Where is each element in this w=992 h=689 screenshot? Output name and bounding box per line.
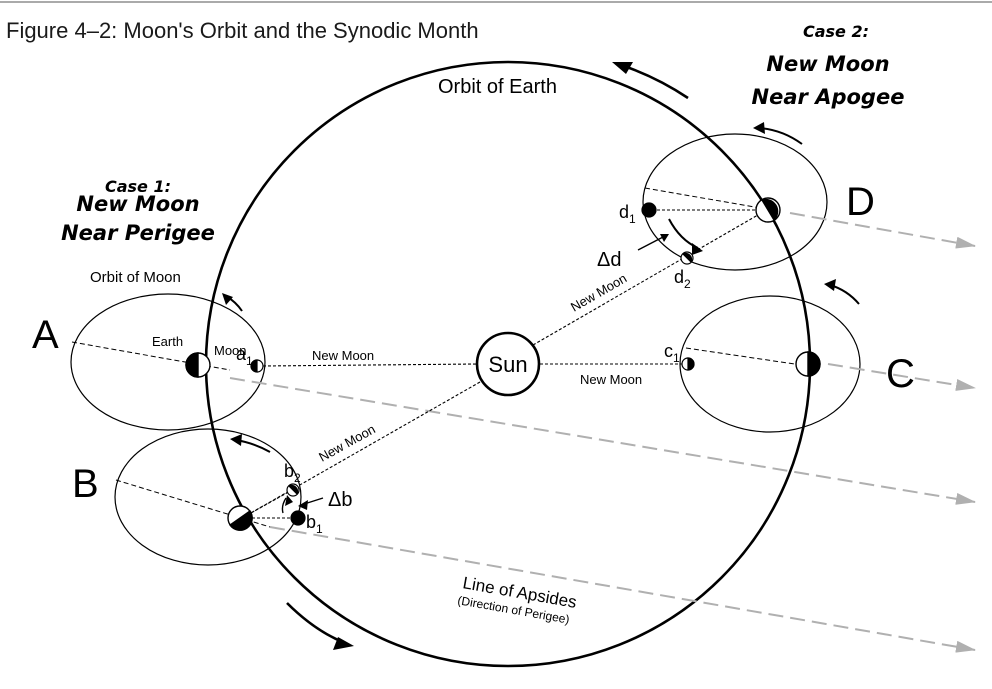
position-b: B <box>72 462 99 506</box>
earth-motion-arrow-top <box>612 62 689 100</box>
moon-d2 <box>680 251 694 265</box>
delta-b-label: Δb <box>328 489 352 511</box>
new-moon-label-a: New Moon <box>312 348 374 363</box>
earth-b <box>227 505 253 531</box>
new-moon-label-c: New Moon <box>580 372 642 387</box>
axis-line-b <box>115 479 271 528</box>
orbit-of-moon-label: Orbit of Moon <box>90 269 181 286</box>
sun-line-a <box>262 363 479 367</box>
sun-line-d <box>532 207 771 346</box>
delta-b-arc <box>281 497 287 514</box>
apsides-line-c <box>827 363 976 391</box>
case2-new-moon: New Moon <box>766 52 889 76</box>
earth-label: Earth <box>152 334 183 349</box>
sun-label: Sun <box>488 352 527 377</box>
case1-near-perigee: Near Perigee <box>61 221 215 245</box>
moon-arrow-d <box>759 127 803 145</box>
axis-line-a <box>71 341 231 371</box>
label-d1: d1 <box>619 202 636 226</box>
label-b2: b2 <box>284 461 301 485</box>
moon-label: Moon <box>214 343 247 358</box>
moon-b1 <box>290 510 306 526</box>
case2-heading: Case 2: <box>803 22 869 41</box>
case1-new-moon: New Moon <box>76 192 199 216</box>
position-d: D <box>846 180 875 224</box>
apsides-line-d <box>789 212 976 249</box>
apsides-line-b <box>269 526 976 653</box>
moon-arrow-d1d2 <box>668 218 699 249</box>
delta-d-label: Δd <box>597 249 621 271</box>
new-moon-label-d: New Moon <box>568 271 629 315</box>
orbit-of-earth-label: Orbit of Earth <box>438 76 557 98</box>
sun-line-b <box>241 381 481 519</box>
moon-orbit-b <box>114 428 302 566</box>
label-d2: d2 <box>674 267 691 291</box>
earth-motion-arrow-bottom <box>286 602 354 650</box>
label-a1: a1 <box>236 344 253 368</box>
delta-d-pointer <box>637 235 666 251</box>
case2-near-apogee: Near Apogee <box>752 85 905 109</box>
moon-c1 <box>681 357 695 371</box>
apsides-line-a <box>229 377 976 505</box>
case1-heading: Case 1: <box>105 177 171 196</box>
new-moon-label-b: New Moon <box>316 421 378 464</box>
moon-b2 <box>286 483 300 497</box>
moon-orbit-d <box>642 133 828 271</box>
label-c1: c1 <box>664 341 680 365</box>
earth-d <box>755 197 781 223</box>
axis-line-c <box>685 347 809 367</box>
figure-title: Figure 4–2: Moon's Orbit and the Synodic… <box>6 18 479 43</box>
earth-c <box>795 351 821 377</box>
axis-line-d <box>644 187 767 210</box>
label-b1: b1 <box>306 512 323 536</box>
moon-a1 <box>250 359 264 373</box>
earth-a <box>185 352 211 378</box>
moon-orbit-a <box>70 293 266 431</box>
position-a: A <box>32 313 59 357</box>
moon-d1 <box>641 202 657 218</box>
sun-circle <box>475 331 541 397</box>
position-c: C <box>886 352 915 396</box>
